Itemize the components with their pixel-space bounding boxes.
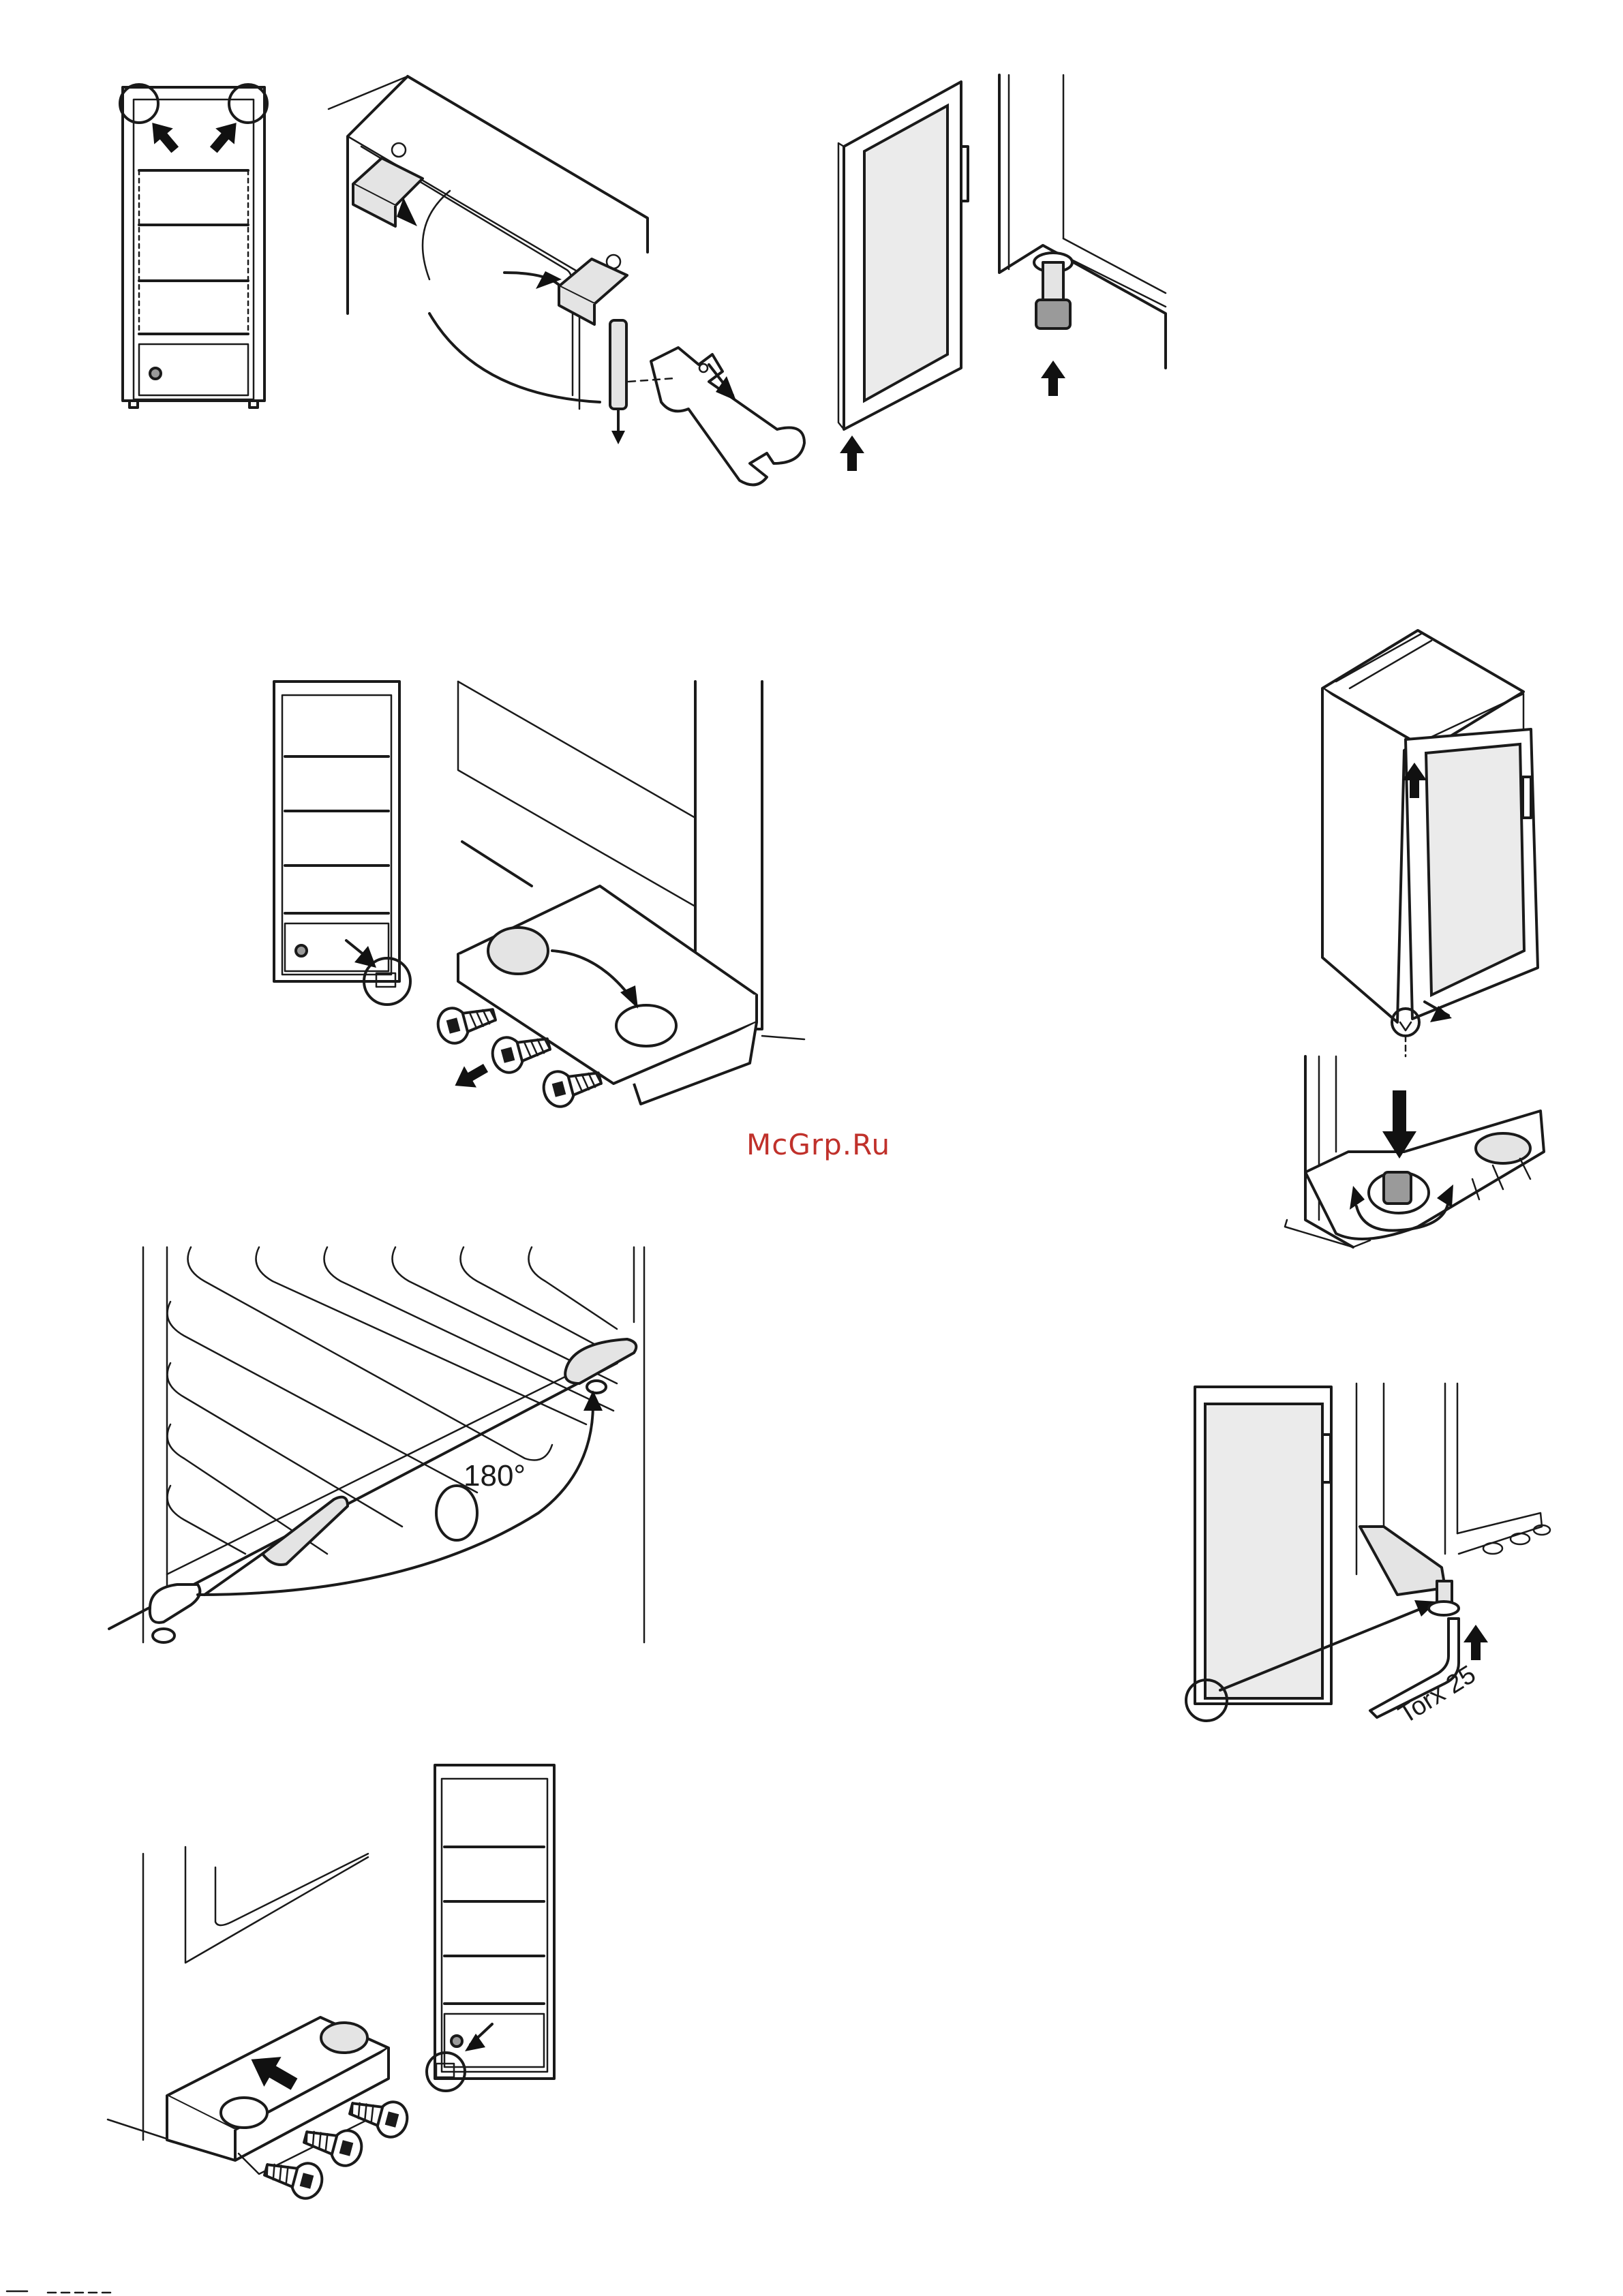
figure-bottom-plate-screws — [434, 682, 804, 1110]
arrow-icon — [142, 115, 245, 158]
figure-top-hinge-wrench — [329, 76, 804, 485]
arrow-icon — [1041, 361, 1065, 396]
wrench-icon — [651, 348, 804, 485]
watermark: McGrp.Ru — [746, 1128, 890, 1161]
rotation-angle-label: 180° — [464, 1459, 526, 1493]
footer-mark — [7, 2291, 116, 2293]
figure-fridge-door-mount — [1285, 630, 1544, 1247]
figure-plate-reinstall — [108, 1765, 554, 2202]
figure-door-bottom-hinge: 180° — [109, 1247, 644, 1642]
figure-door-panel — [838, 82, 968, 471]
arrow-icon — [449, 1057, 491, 1096]
figure-bottom-hinge-pin — [999, 75, 1166, 396]
figure-fridge-torx: Torx 25 — [1186, 1383, 1550, 1730]
arrow-icon — [840, 435, 864, 471]
figure-fridge-top-corners — [120, 85, 267, 408]
figure-fridge-bottom-corner — [274, 682, 410, 1005]
arrow-icon — [1463, 1625, 1488, 1660]
